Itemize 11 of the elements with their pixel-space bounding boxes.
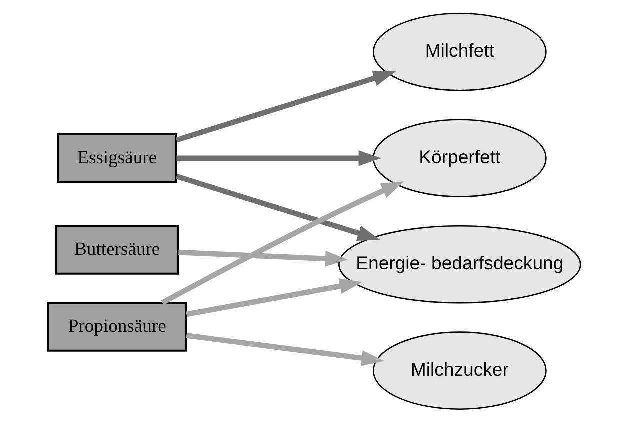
- node-ellipse: Milchzucker: [372, 332, 547, 410]
- arrow: [178, 250, 348, 267]
- node-box: Buttersäure: [55, 225, 180, 275]
- arrow: [161, 182, 404, 306]
- node-box: Propionsäure: [47, 302, 188, 352]
- arrow: [176, 174, 380, 241]
- arrow: [186, 278, 362, 318]
- arrow: [176, 70, 396, 143]
- node-box: Essigsäure: [57, 133, 178, 184]
- arrow: [186, 333, 384, 366]
- arrow: [176, 150, 382, 166]
